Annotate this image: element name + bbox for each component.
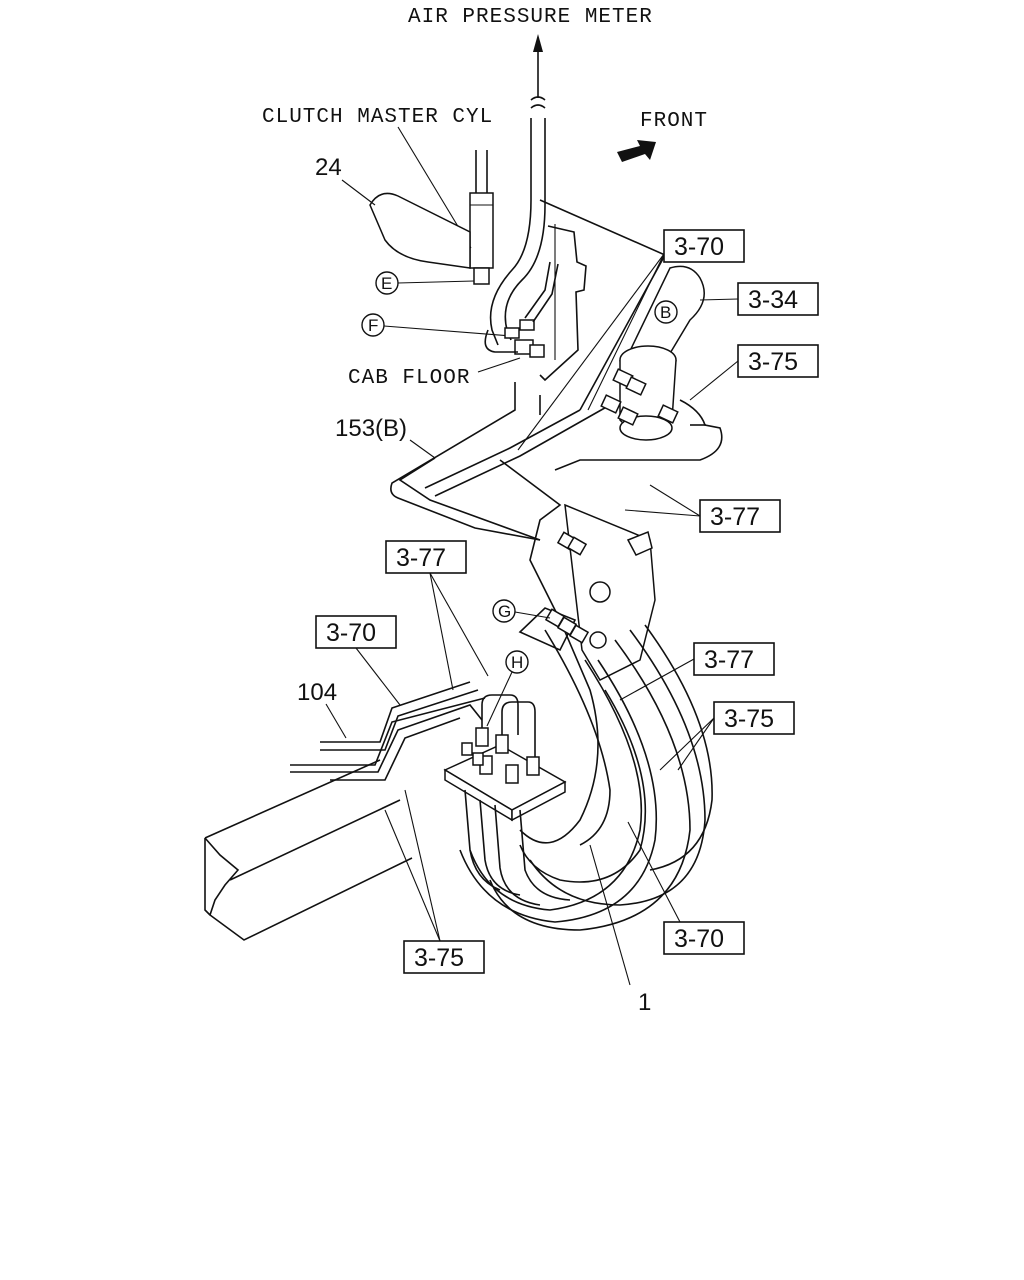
clutch-master-cylinder [469,150,494,285]
pipe-104 [290,681,486,781]
frame-rail [204,759,413,941]
ref-box-4: 3-77 [624,484,781,533]
ref-box-10: 3-75 [384,789,485,974]
valve-bracket [518,503,656,681]
marker-h: H [486,650,529,727]
svg-text:3-75: 3-75 [724,705,774,733]
part-153b-label: 153(B) [335,415,407,442]
cab-floor-fittings [484,261,559,358]
part-104-label: 104 [297,679,337,706]
part-1-label: 1 [638,989,651,1016]
part-24-label: 24 [315,154,342,181]
marker-g: G [492,599,551,623]
air-pressure-pipe [489,34,546,346]
junction-block [443,694,571,906]
part-24-bracket [369,192,471,269]
pipe-loop-bundle [459,624,713,931]
svg-text:3-70: 3-70 [674,925,724,953]
front-label: FRONT [640,110,708,133]
ref-box-9: 3-70 [627,821,745,955]
svg-text:3-34: 3-34 [748,286,798,314]
pipe-153b [398,404,611,844]
leader-104 [325,703,347,739]
svg-text:3-77: 3-77 [710,503,760,531]
svg-text:3-75: 3-75 [748,348,798,376]
svg-text:3-75: 3-75 [414,944,464,972]
marker-f: F [361,313,513,337]
ref-box-8: 3-75 [659,701,795,771]
ref-box-5: 3-77 [385,540,489,691]
svg-text:3-70: 3-70 [326,619,376,647]
front-arrow-icon [617,140,656,162]
svg-text:3-70: 3-70 [674,233,724,261]
air-pressure-meter-label: AIR PRESSURE METER [408,6,653,29]
ref-box-2: 3-34 [699,282,819,316]
svg-text:3-77: 3-77 [396,544,446,572]
leader-153b [409,439,436,459]
leader-1 [589,844,631,986]
ref-box-1: 3-70 [517,229,745,451]
svg-text:H: H [511,653,523,672]
svg-text:F: F [368,316,378,335]
svg-text:E: E [381,274,392,293]
ref-box-7: 3-77 [619,642,775,701]
svg-text:3-77: 3-77 [704,646,754,674]
ref-box-6: 3-70 [315,615,401,706]
ref-box-3: 3-75 [689,344,819,401]
clutch-master-cyl-label: CLUTCH MASTER CYL [262,106,493,129]
svg-text:B: B [660,303,671,322]
leader-cab-floor [477,357,521,373]
leader-24 [341,179,376,206]
svg-text:G: G [498,602,511,621]
relay-valve-b: B [554,265,723,471]
cab-floor-label: CAB FLOOR [348,367,470,390]
marker-e: E [375,271,475,295]
